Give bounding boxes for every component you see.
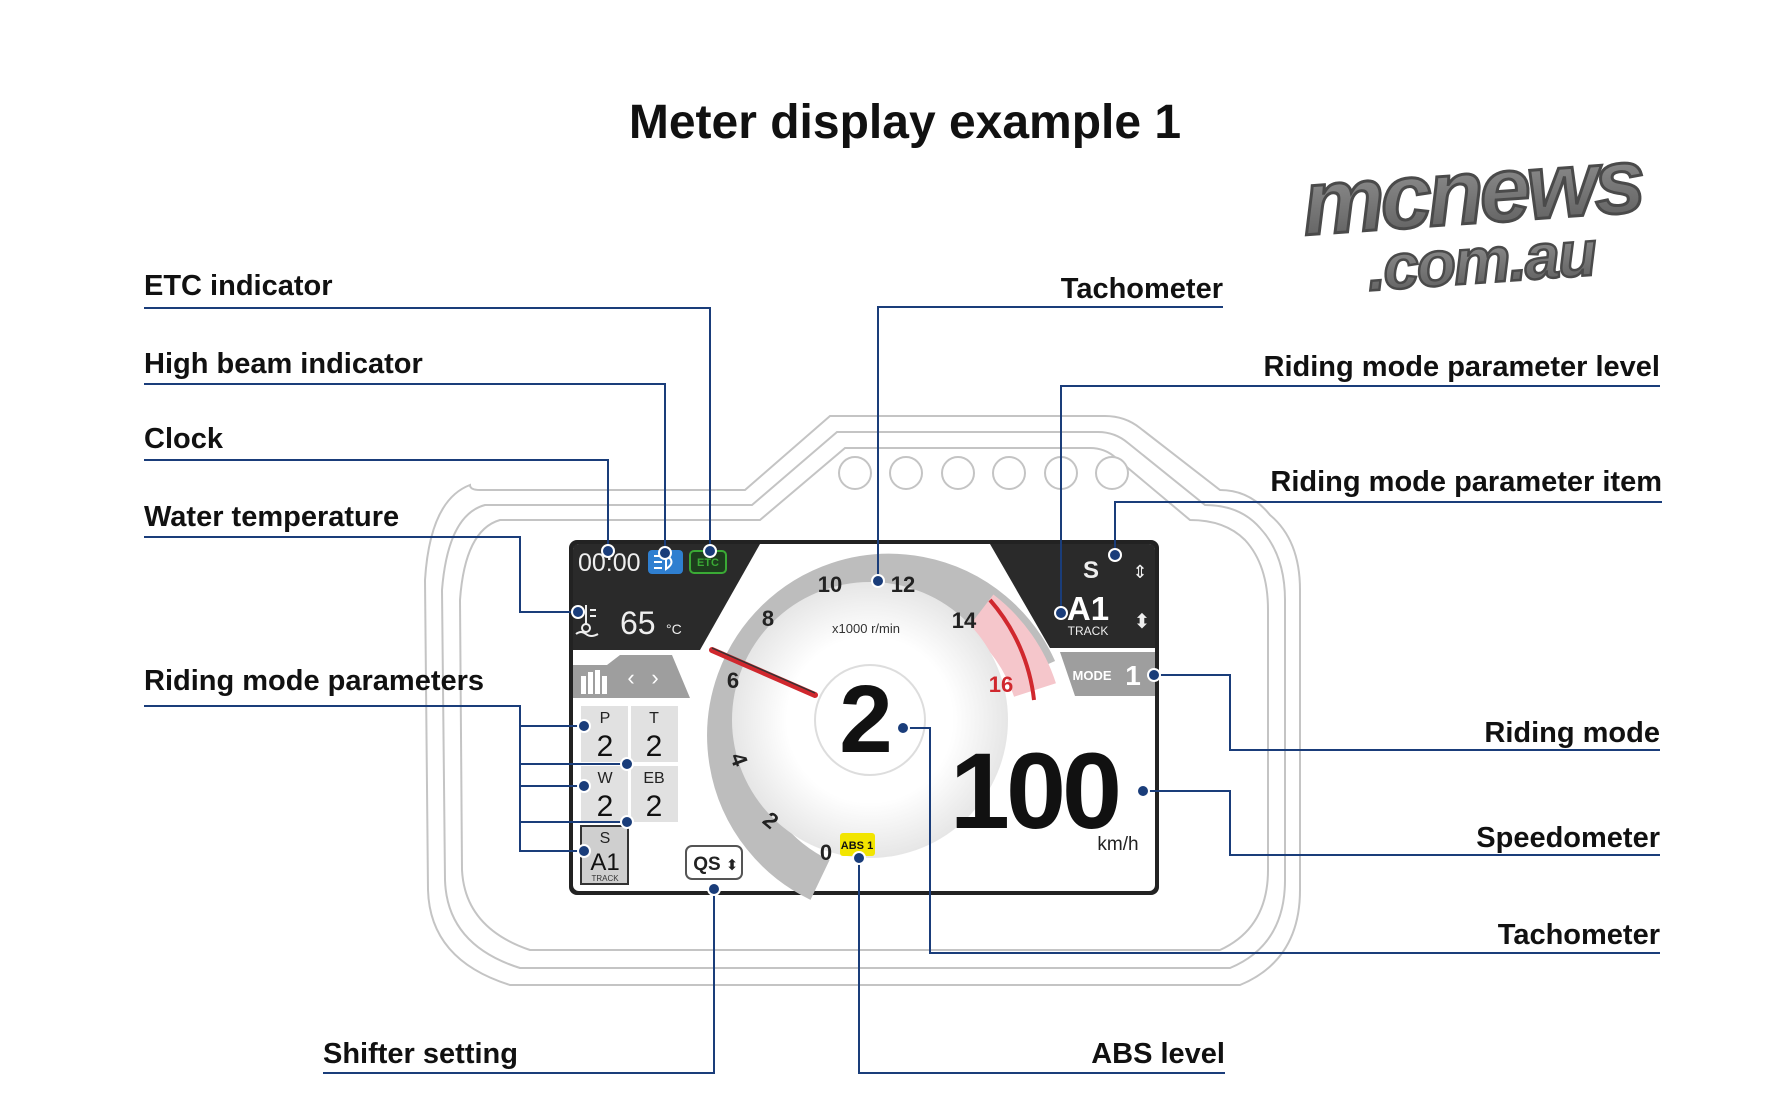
scroll-arrows-icon: ⇕ [1132,562,1147,582]
tachometer-gauge [707,553,1056,900]
rpm-unit: x1000 r/min [832,621,900,636]
rpm-tick-12: 12 [891,572,915,597]
speed-unit: km/h [1097,834,1138,855]
param-tab-bar: ‹ › [573,655,690,698]
svg-text:MODE: MODE [1073,668,1112,683]
label-high-beam-indicator: High beam indicator [144,348,423,380]
rpm-tick-0: 0 [820,840,832,865]
label-riding-mode-parameters: Riding mode parameters [144,665,484,697]
riding-mode-param-grid: P 2 T 2 W 2 EB 2 S A1 TRACK [580,706,678,885]
svg-text:ETC: ETC [697,557,719,569]
label-etc-indicator: ETC indicator [144,270,333,302]
water-temp-unit: °C [666,621,682,637]
etc-indicator-icon: ETC [689,550,727,574]
param-level-value: A1 [1067,590,1109,627]
mcnews-logo: mcnews .com.au [1298,128,1648,306]
param-level-sub: TRACK [1068,624,1109,638]
label-abs-level: ABS level [1091,1038,1225,1070]
diagram-title: Meter display example 1 [629,96,1181,149]
param-s-name: S [600,830,611,847]
label-water-temperature: Water temperature [144,501,399,533]
label-speedometer: Speedometer [1476,822,1660,854]
leader-lines [144,306,1662,1074]
param-eb-name: EB [643,770,664,787]
rpm-tick-14: 14 [952,608,977,633]
label-tachometer-bottom: Tachometer [1498,919,1660,951]
tach-needle [709,647,818,698]
gear-indicator: 2 [839,666,892,773]
param-p-name: P [600,710,611,727]
abs-badge: ABS 1 [840,833,875,856]
label-shifter-setting: Shifter setting [323,1038,518,1070]
updown-triangle-icon: ⬍ [1134,611,1151,633]
param-p-value: 2 [597,730,614,763]
param-w-value: 2 [597,790,614,823]
param-s-sub: TRACK [591,874,619,883]
svg-text:.com.au: .com.au [1365,217,1598,305]
rpm-tick-16: 16 [989,672,1013,697]
svg-text:1: 1 [1125,660,1141,691]
svg-text:QS: QS [693,854,720,875]
param-t-name: T [649,710,659,727]
thermometer-icon [575,605,599,637]
label-clock: Clock [144,423,224,455]
label-riding-mode-parameter-item: Riding mode parameter item [1270,466,1662,498]
svg-text:mcnews: mcnews [1299,129,1646,255]
leader-dots [571,544,1161,896]
label-riding-mode-parameter-level: Riding mode parameter level [1264,351,1660,383]
rpm-tick-6: 6 [727,668,739,693]
speed-value: 100 [950,730,1118,851]
svg-text:ABS 1: ABS 1 [841,840,873,852]
mode-bar: MODE 1 [1060,652,1155,696]
rpm-tick-labels: 0 2 4 6 8 10 12 14 16 [725,572,1013,865]
param-t-value: 2 [646,730,663,763]
param-item-letter: S [1083,557,1099,584]
rpm-tick-10: 10 [818,572,842,597]
rpm-tick-8: 8 [762,606,774,631]
param-s-value: A1 [590,849,619,876]
chevron-left-icon: ‹ [627,665,634,690]
indicator-lights [838,456,1129,490]
param-eb-value: 2 [646,790,663,823]
water-temp-value: 65 [620,605,656,641]
param-w-name: W [597,770,613,787]
label-tachometer-top: Tachometer [1061,273,1223,305]
updown-arrow-icon: ⬍ [726,857,739,874]
label-riding-mode: Riding mode [1484,717,1660,749]
shifter-badge: QS ⬍ [685,845,743,880]
chevron-right-icon: › [651,665,658,690]
